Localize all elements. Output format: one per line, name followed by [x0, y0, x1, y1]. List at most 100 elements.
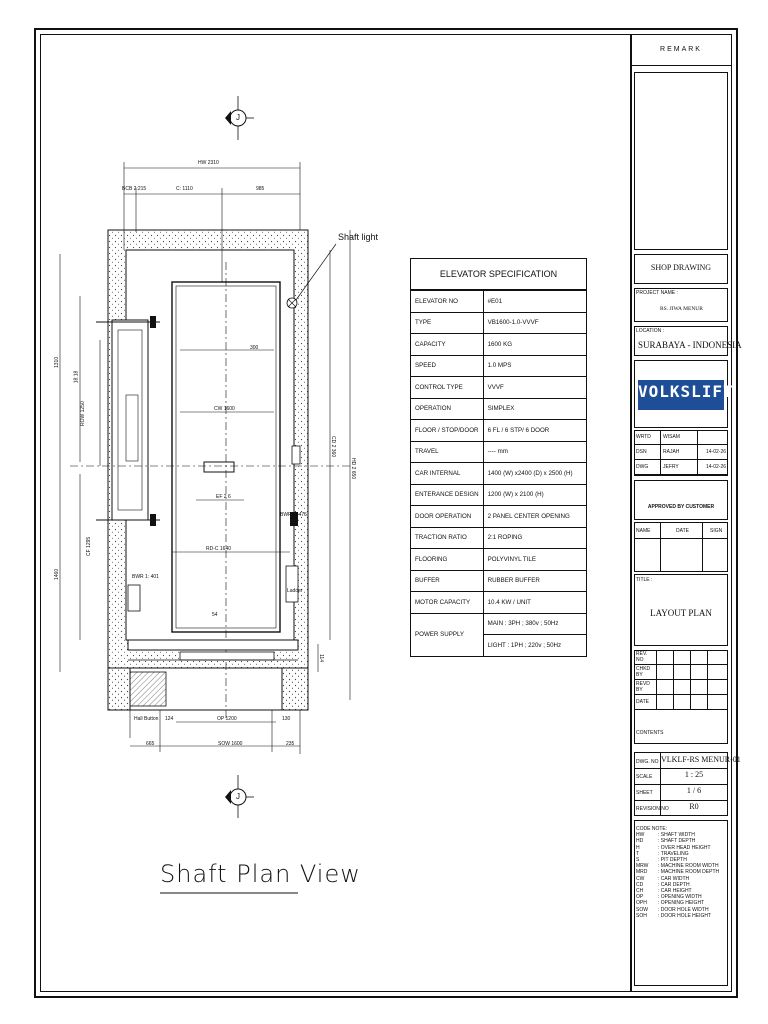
- spec-title: ELEVATOR SPECIFICATION: [410, 258, 587, 290]
- dwg-col: [660, 752, 661, 816]
- revision-cell: [674, 680, 691, 694]
- revision-cell: [691, 695, 708, 709]
- grid-marker-bottom: [225, 775, 254, 818]
- revision-label: REVD BY: [634, 680, 657, 694]
- spec-row: TRAVEL---- mm: [410, 440, 588, 463]
- location-value: SURABAYA - INDONESIA: [638, 340, 742, 350]
- counterweight: [96, 316, 160, 612]
- code-desc: : PIT DEPTH: [658, 857, 687, 864]
- spec-row-power-light: LIGHT : 1PH ; 220v ; 50Hz: [411, 634, 588, 657]
- spec-value: ---- mm: [482, 440, 588, 463]
- sheet-label: SHEET: [636, 790, 653, 796]
- spec-value: LIGHT : 1PH ; 220v ; 50Hz: [482, 634, 588, 657]
- dim-row: ROW 1250: [80, 401, 86, 426]
- dim-d6: 54: [212, 612, 218, 618]
- spec-value: SIMPLEX: [482, 397, 588, 420]
- revision-no-label: REVISION NO: [636, 806, 669, 812]
- remark-header-box: [630, 34, 732, 66]
- dwg-div1: [634, 768, 728, 769]
- spec-value: MAIN : 3PH ; 380v ; 50Hz: [482, 612, 588, 635]
- revision-cell: [691, 680, 708, 694]
- revision-cell: [657, 680, 674, 694]
- code-note-row: H: OVER HEAD HEIGHT: [636, 845, 730, 851]
- volkslift-logo: VOLKSLIFT: [638, 382, 734, 401]
- revision-cell: [657, 665, 674, 679]
- title-label: TITLE :: [636, 577, 653, 583]
- code-abbrev: S: [636, 857, 640, 864]
- code-note-row: OP: OPENING WIDTH: [636, 894, 730, 900]
- dim-cd: CD 2 360: [330, 436, 336, 458]
- spec-key: CONTROL TYPE: [410, 376, 484, 399]
- spec-key: TRACTION RATIO: [410, 526, 484, 549]
- code-abbrev: SOW: [636, 906, 648, 913]
- code-abbrev: T: [636, 850, 640, 857]
- code-abbrev: CW: [636, 875, 645, 882]
- code-desc: : DOOR HOLE WIDTH: [658, 906, 709, 913]
- person-name: JEFRY: [661, 460, 698, 474]
- dim-d9: 130: [282, 716, 291, 722]
- revision-no-value: R0: [689, 802, 699, 811]
- spec-key: POWER SUPPLY: [410, 612, 484, 657]
- revision-cell: [691, 650, 708, 664]
- spec-value: 6 FL / 6 STP/ 6 DOOR: [482, 419, 588, 442]
- revision-cell: [674, 695, 691, 709]
- code-note-row: MRD: MACHINE ROOM DEPTH: [636, 869, 730, 875]
- logo-bg: [638, 380, 724, 410]
- location-box: [634, 326, 728, 356]
- grid-marker-top: [225, 96, 254, 140]
- sign-header: SIGN: [710, 528, 723, 534]
- spec-value: 1.0 MPS: [482, 354, 588, 377]
- revision-row: CHKD BY: [634, 665, 728, 680]
- person-role: WRTD: [634, 430, 661, 444]
- revision-cell: [691, 665, 708, 679]
- person-role: DSN: [634, 445, 661, 459]
- code-desc: : CAR WIDTH: [658, 875, 690, 882]
- dim-cf: CF 1295: [86, 536, 92, 556]
- persons-box: [634, 430, 728, 476]
- code-abbrev: OP: [636, 894, 644, 901]
- code-abbrev: H: [636, 844, 640, 851]
- spec-key: SPEED: [410, 354, 484, 377]
- revision-cell: [674, 665, 691, 679]
- revision-box: [634, 650, 728, 744]
- shaft-light-label: Shaft light: [338, 232, 379, 242]
- code-note-row: CD: CAR DEPTH: [636, 882, 730, 888]
- door-sill: [127, 639, 299, 661]
- dim-rdc: RD-C 1640: [206, 546, 232, 552]
- revision-label: REV. NO: [634, 650, 657, 664]
- sign-divider: [634, 538, 728, 539]
- person-name: WISAM: [661, 430, 698, 444]
- dim-d7: 114: [318, 654, 324, 662]
- spec-key: BUFFER: [410, 569, 484, 592]
- code-desc: : TRAVELING: [658, 850, 689, 857]
- code-desc: : SHAFT WIDTH: [658, 832, 695, 839]
- code-note-row: CH: CAR HEIGHT: [636, 888, 730, 894]
- spec-value: VVVF: [482, 376, 588, 399]
- code-abbrev: HW: [636, 832, 645, 839]
- person-date: 14-02-26: [705, 449, 726, 455]
- dwg-no-label: DWG. NO: [636, 759, 659, 765]
- code-note-row: SOH: DOOR HOLE HEIGHT: [636, 913, 730, 919]
- spec-row: ELEVATOR NO#E01: [410, 290, 588, 313]
- sign-col1: [660, 522, 661, 572]
- code-desc: : CAR DEPTH: [658, 881, 690, 888]
- spec-key: ELEVATOR NO: [410, 290, 484, 313]
- ladder: [285, 565, 299, 603]
- revision-row: REVD BY: [634, 680, 728, 695]
- code-abbrev: MRW: [636, 863, 649, 870]
- spec-value: 1200 (W) x 2100 (H): [482, 483, 588, 506]
- dim-bwr-left: BWR 1: 401: [132, 574, 159, 580]
- dim-d1: 1310: [54, 356, 60, 368]
